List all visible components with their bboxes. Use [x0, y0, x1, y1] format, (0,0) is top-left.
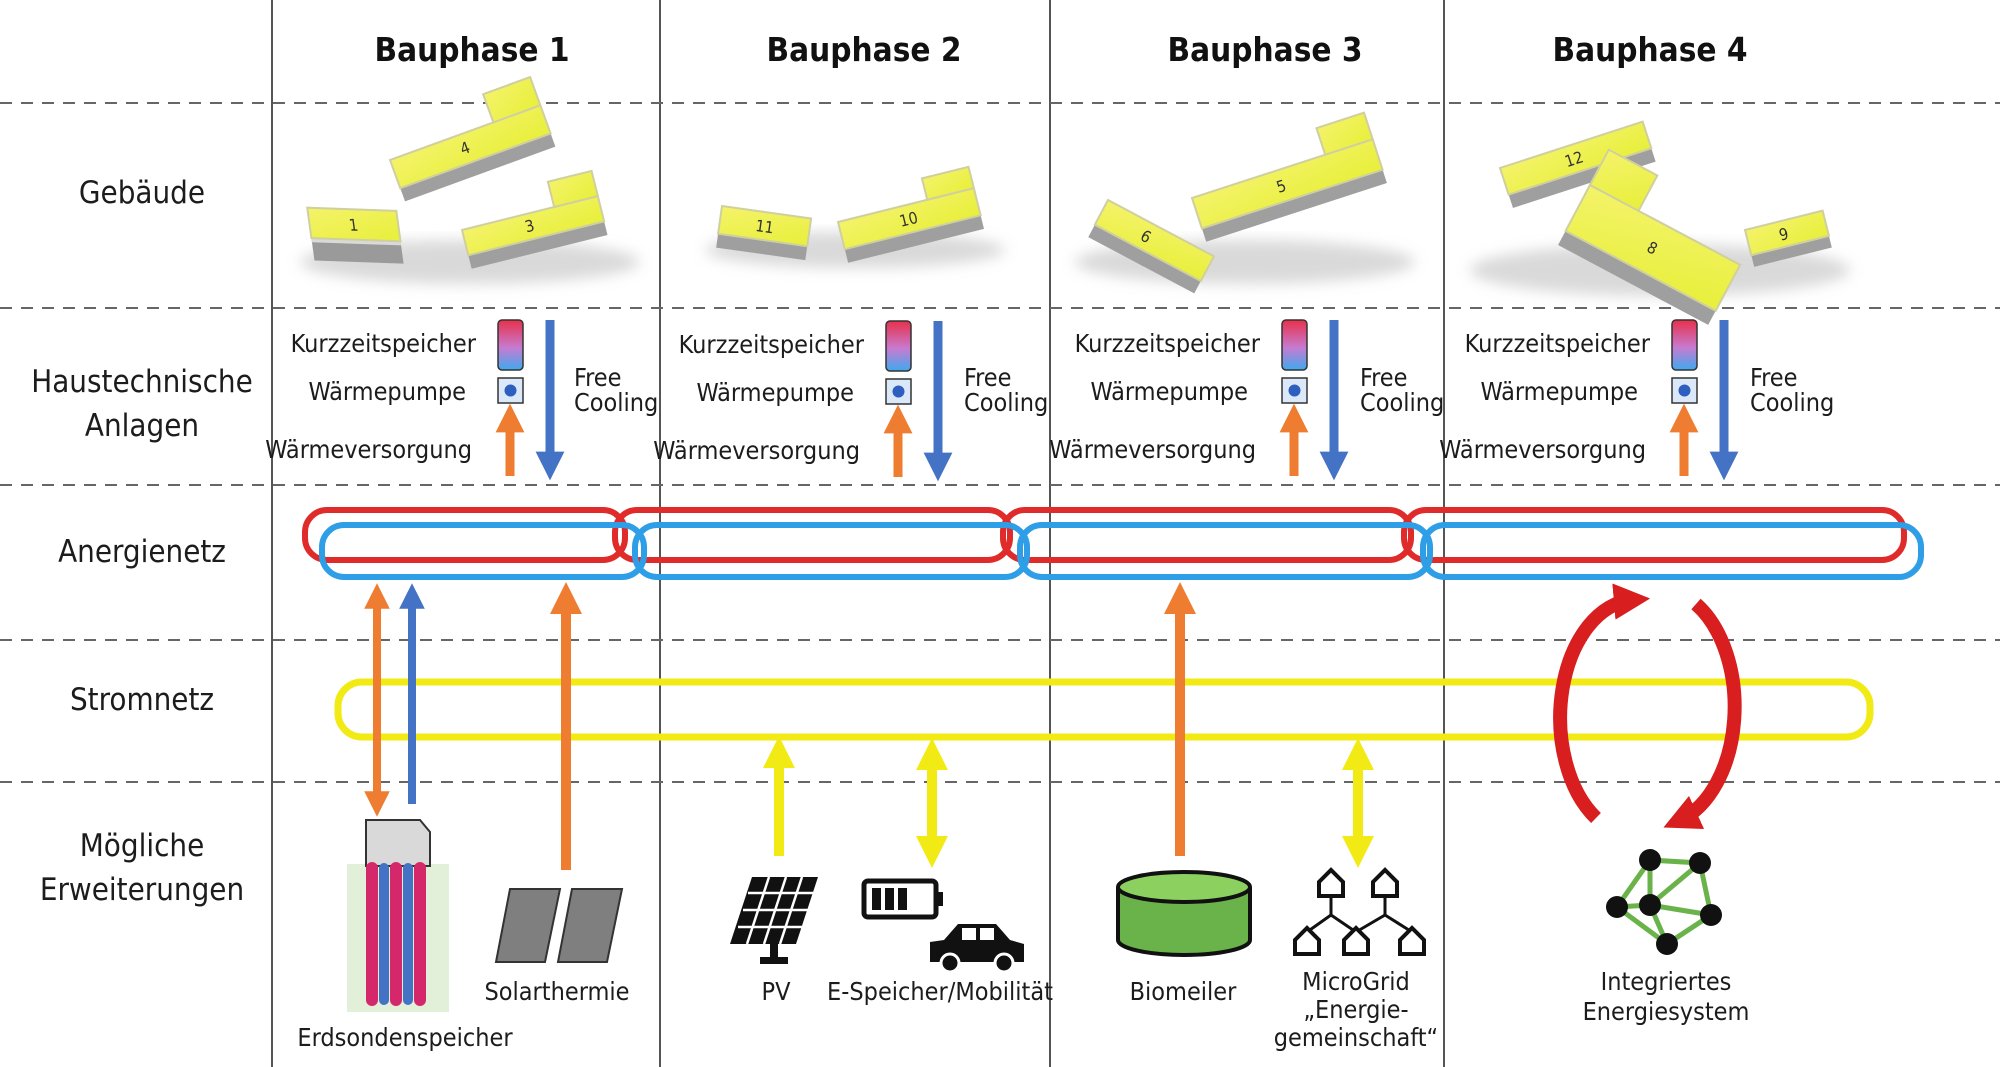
erdsondenspeicher-icon: [347, 819, 449, 1012]
building-10: 10: [836, 165, 985, 263]
phase-headers: Bauphase 1 Bauphase 2 Bauphase 3 Bauphas…: [374, 30, 1747, 69]
building-11: 11: [716, 204, 813, 261]
label-waermeversorgung: Wärmeversorgung: [1439, 435, 1646, 464]
label-waermeversorgung: Wärmeversorgung: [265, 435, 472, 464]
svg-text:3: 3: [523, 216, 536, 237]
row-label-haustechnik-2: Anlagen: [85, 408, 199, 444]
microgrid-icon: [1293, 867, 1426, 956]
phase-header-1: Bauphase 1: [374, 30, 569, 69]
haustechnik-phase-3: Kurzzeitspeicher Wärmepumpe Wärmeversorg…: [1049, 319, 1444, 481]
building-8: 8: [1558, 148, 1742, 325]
label-free: Free: [964, 363, 1012, 392]
caption-pv: PV: [762, 977, 792, 1006]
caption-integriert-1: Integriertes: [1601, 967, 1732, 996]
storage-tank-icon: [885, 320, 912, 372]
row-label-haustechnik-1: Haustechnische: [31, 364, 253, 400]
building-6: 6: [1088, 198, 1216, 294]
haustechnik-phase-2: Kurzzeitspeicher Wärmepumpe Wärmeversorg…: [653, 320, 1048, 482]
biomeiler-icon: [1116, 870, 1252, 957]
svg-text:10: 10: [897, 208, 919, 231]
caption-microgrid-1: MicroGrid: [1302, 967, 1410, 996]
building-4: 4: [388, 75, 556, 202]
label-free: Free: [1750, 363, 1798, 392]
buildings-phase-3: 6 5: [1075, 111, 1415, 294]
svg-text:11: 11: [754, 216, 775, 237]
label-cooling: Cooling: [964, 388, 1048, 417]
integration-cycle-icon: [1553, 583, 1742, 829]
buildings-phase-4: 12 8 9: [1470, 120, 1850, 325]
anergienetz-warm-loop-4: [1401, 507, 1907, 563]
buildings-phase-1: 1 4 3: [300, 75, 640, 284]
building-1: 1: [306, 206, 404, 264]
label-kurzzeitspeicher: Kurzzeitspeicher: [291, 329, 477, 358]
label-waermeversorgung: Wärmeversorgung: [653, 436, 860, 465]
storage-tank-icon: [1281, 319, 1308, 371]
solarthermie-icon: [494, 888, 624, 963]
building-3: 3: [460, 169, 608, 269]
storage-tank-icon: [497, 319, 524, 371]
svg-text:1: 1: [348, 215, 360, 234]
label-kurzzeitspeicher: Kurzzeitspeicher: [679, 330, 865, 359]
row-label-stromnetz: Stromnetz: [70, 682, 214, 718]
label-waermepumpe: Wärmepumpe: [1090, 377, 1248, 406]
anergienetz-warm-loop-1: [302, 507, 628, 563]
heat-pump-icon: [885, 378, 912, 405]
anergienetz-loops: [302, 507, 1924, 580]
caption-solarthermie: Solarthermie: [484, 977, 629, 1006]
phase-header-3: Bauphase 3: [1167, 30, 1362, 69]
label-free: Free: [1360, 363, 1408, 392]
label-cooling: Cooling: [1750, 388, 1834, 417]
row-label-anergienetz: Anergienetz: [58, 534, 226, 570]
anergienetz-warm-loop-3: [1000, 507, 1414, 563]
label-free: Free: [574, 363, 622, 392]
row-labels: Gebäude Haustechnische Anlagen Anergiene…: [31, 175, 253, 908]
label-waermeversorgung: Wärmeversorgung: [1049, 435, 1256, 464]
haustechnik-phase-4: Kurzzeitspeicher Wärmepumpe Wärmeversorg…: [1439, 319, 1834, 481]
storage-tank-icon: [1671, 319, 1698, 371]
grid-lines: [271, 0, 1445, 1067]
pv-panel-icon: [730, 876, 818, 964]
phase-header-4: Bauphase 4: [1552, 30, 1747, 69]
anergienetz-warm-loop-2: [612, 507, 1013, 563]
caption-biomeiler: Biomeiler: [1130, 977, 1238, 1006]
row-dividers: [0, 102, 2000, 783]
anergienetz-cold-loop-1: [319, 522, 647, 580]
row-label-erweiterungen-1: Mögliche: [80, 828, 205, 864]
caption-erdsondenspeicher: Erdsondenspeicher: [297, 1023, 513, 1052]
anergienetz-cold-loop-4: [1420, 522, 1924, 580]
svg-text:9: 9: [1777, 224, 1790, 245]
car-icon: [930, 924, 1024, 974]
label-cooling: Cooling: [1360, 388, 1444, 417]
label-waermepumpe: Wärmepumpe: [308, 377, 466, 406]
connection-arrows: [364, 581, 1375, 870]
battery-icon: [861, 878, 943, 920]
network-icon: [1606, 849, 1722, 955]
phase-header-2: Bauphase 2: [766, 30, 961, 69]
svg-text:12: 12: [1562, 147, 1585, 171]
label-kurzzeitspeicher: Kurzzeitspeicher: [1075, 329, 1261, 358]
caption-microgrid-2: „Energie-: [1303, 995, 1408, 1024]
caption-integriert-2: Energiesystem: [1583, 997, 1750, 1026]
row-label-gebaeude: Gebäude: [79, 175, 205, 211]
label-waermepumpe: Wärmepumpe: [1480, 377, 1638, 406]
label-waermepumpe: Wärmepumpe: [696, 378, 854, 407]
label-cooling: Cooling: [574, 388, 658, 417]
heat-pump-icon: [1281, 377, 1308, 404]
caption-espeicher: E-Speicher/Mobilität: [827, 977, 1053, 1006]
label-kurzzeitspeicher: Kurzzeitspeicher: [1465, 329, 1651, 358]
buildings-phase-2: 11 10: [705, 165, 1005, 268]
row-label-erweiterungen-2: Erweiterungen: [40, 872, 244, 908]
anergienetz-cold-loop-2: [632, 522, 1030, 580]
building-9: 9: [1743, 209, 1832, 267]
stromnetz-loop: [334, 678, 1874, 741]
caption-microgrid-3: gemeinschaft“: [1274, 1023, 1438, 1052]
anergienetz-cold-loop-3: [1017, 522, 1433, 580]
haustechnik-phase-1: Kurzzeitspeicher Wärmepumpe Wärmeversorg…: [265, 319, 658, 481]
building-5: 5: [1190, 111, 1387, 242]
